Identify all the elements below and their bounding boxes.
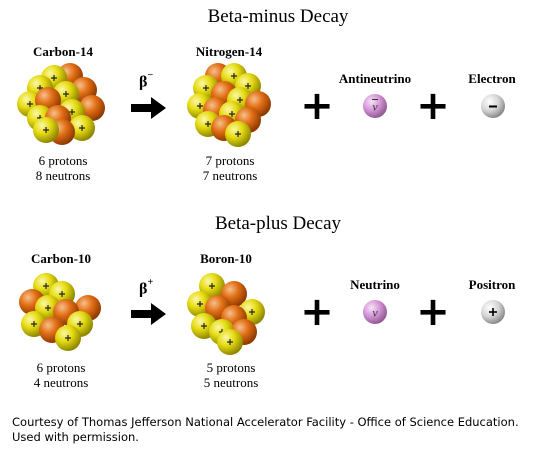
boron-10-neutrons: 5 neutrons xyxy=(203,375,259,390)
carbon-10-label: Carbon-10 xyxy=(31,251,91,266)
beta-sign: + xyxy=(147,277,154,288)
beta-sign: − xyxy=(147,70,154,81)
decay-arrow-icon xyxy=(131,303,166,325)
plus-sign-icon: + xyxy=(416,83,450,129)
carbon-14-nucleus xyxy=(12,63,112,148)
boron-10-label: Boron-10 xyxy=(200,251,252,266)
neutrino-label: Neutrino xyxy=(350,277,400,292)
antineutrino-icon: ν xyxy=(363,94,387,118)
carbon-14-protons: 6 protons xyxy=(38,153,88,168)
plus-sign-icon: + xyxy=(416,289,450,335)
neutron-icon xyxy=(79,95,105,121)
electron-label: Electron xyxy=(468,71,516,86)
nucleus-svg xyxy=(187,63,271,147)
svg-text:ν: ν xyxy=(372,306,378,320)
beta-minus-symbol: β− xyxy=(139,70,154,91)
proton-icon xyxy=(33,117,59,143)
carbon-10-counts: 6 protons 4 neutrons xyxy=(16,360,106,390)
credit-footer: Courtesy of Thomas Jefferson National Ac… xyxy=(12,415,552,445)
beta-symbol: β xyxy=(139,73,148,91)
beta-plus-title: Beta-plus Decay xyxy=(214,213,342,234)
proton-icon xyxy=(225,121,251,147)
nitrogen-14-counts: 7 protons 7 neutrons xyxy=(185,153,275,183)
beta-plus-symbol: β+ xyxy=(139,277,154,298)
svg-text:ν: ν xyxy=(372,100,378,114)
beta-minus-title: Beta-minus Decay xyxy=(207,6,349,27)
proton-icon xyxy=(217,329,243,355)
proton-icon xyxy=(55,325,81,351)
nucleus-svg xyxy=(187,273,265,355)
antineutrino-label: Antineutrino xyxy=(338,71,412,86)
proton-icon xyxy=(69,115,95,141)
neutrino-icon: ν xyxy=(363,300,387,324)
nitrogen-14-nucleus xyxy=(180,63,280,148)
nitrogen-14-protons: 7 protons xyxy=(205,153,255,168)
carbon-10-nucleus xyxy=(10,272,110,356)
positron-label: Positron xyxy=(468,277,516,292)
credit-line-1: Courtesy of Thomas Jefferson National Ac… xyxy=(12,415,519,429)
nitrogen-14-label: Nitrogen-14 xyxy=(195,44,263,59)
plus-sign-icon: + xyxy=(300,289,334,335)
beta-symbol: β xyxy=(139,280,148,298)
carbon-10-neutrons: 4 neutrons xyxy=(33,375,89,390)
decay-arrow-icon xyxy=(131,97,166,119)
credit-line-2: Used with permission. xyxy=(12,430,139,444)
nitrogen-14-neutrons: 7 neutrons xyxy=(202,168,258,183)
carbon-14-label: Carbon-14 xyxy=(33,44,93,59)
positron-icon xyxy=(481,300,505,324)
electron-icon xyxy=(481,94,505,118)
plus-sign-icon: + xyxy=(300,83,334,129)
boron-10-nucleus xyxy=(178,272,278,356)
boron-10-protons: 5 protons xyxy=(206,360,256,375)
carbon-14-neutrons: 8 neutrons xyxy=(35,168,91,183)
nucleus-svg xyxy=(17,63,105,145)
carbon-14-counts: 6 protons 8 neutrons xyxy=(18,153,108,183)
nucleus-svg xyxy=(19,273,101,351)
carbon-10-protons: 6 protons xyxy=(36,360,86,375)
boron-10-counts: 5 protons 5 neutrons xyxy=(186,360,276,390)
